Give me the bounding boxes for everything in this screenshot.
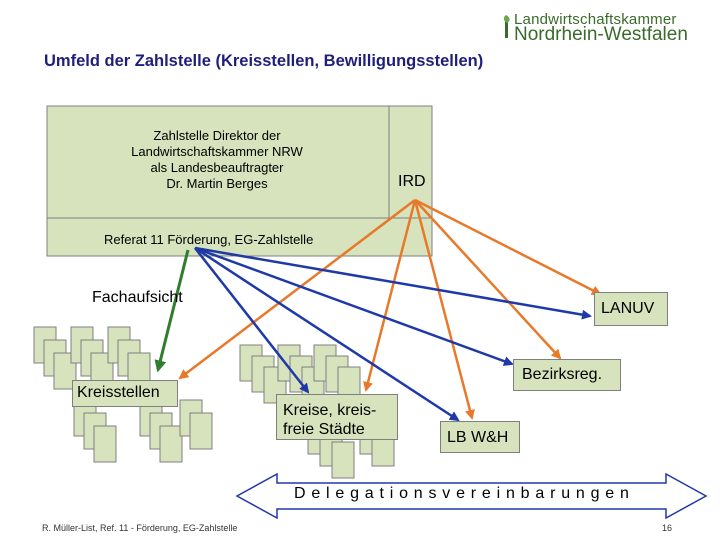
lbwh-box: LB W&H — [440, 421, 520, 453]
referat-to-lanuv-arrow — [194, 246, 592, 320]
logo-line-2: Nordrhein-Westfalen — [514, 24, 688, 45]
ird-to-kreisstellen-arrow — [178, 199, 416, 380]
page-number: 16 — [662, 523, 673, 533]
kreisstellen-label: Kreisstellen — [77, 384, 160, 401]
bezirksreg-label: Bezirksreg. — [522, 366, 603, 383]
referat-to-kreise-arrow — [194, 247, 310, 394]
referat-label: Referat 11 Förderung, EG-Zahlstelle — [104, 232, 314, 247]
footer-text: R. Müller-List, Ref. 11 - Förderung, EG-… — [42, 523, 238, 533]
logo-mark-icon — [503, 15, 510, 38]
kreise-label-line-2: freie Städte — [283, 421, 365, 438]
lbwh-label: LB W&H — [447, 429, 509, 446]
ird-arrows — [178, 198, 602, 420]
ird-to-bezirksreg-arrow — [414, 199, 562, 360]
ird-label: IRD — [398, 173, 426, 190]
delegation-label: Delegationsvereinbarungen — [294, 485, 635, 502]
ird-to-kreise-arrow — [363, 199, 417, 392]
lanuv-box: LANUV — [594, 292, 668, 326]
kreisstellen-box: Kreisstellen — [72, 380, 178, 407]
zahlstelle-text: Zahlstelle Direktor der Landwirtschaftsk… — [48, 128, 386, 192]
kreise-box: Kreise, kreis- freie Städte — [276, 394, 398, 440]
referat-arrows — [194, 246, 592, 422]
referat-to-bezirksreg-arrow — [194, 246, 514, 366]
logo-line-1: Landwirtschaftskammer — [514, 11, 677, 28]
bezirksreg-box: Bezirksreg. — [513, 359, 621, 391]
ird-to-lbwh-arrow — [413, 199, 475, 420]
referat-to-lbwh-arrow — [194, 246, 460, 422]
zahlstelle-line-4: Dr. Martin Berges — [166, 176, 268, 191]
fachaufsicht-arrow — [154, 249, 190, 373]
lanuv-label: LANUV — [601, 300, 655, 317]
kreise-label-line-1: Kreise, kreis- — [283, 402, 377, 419]
zahlstelle-line-3: als Landesbeauftragter — [150, 160, 284, 175]
ird-to-lanuv-arrow — [414, 198, 602, 296]
zahlstelle-line-2: Landwirtschaftskammer NRW — [131, 144, 303, 159]
zahlstelle-line-1: Zahlstelle Direktor der — [153, 128, 281, 143]
fachaufsicht-label: Fachaufsicht — [92, 289, 183, 306]
page-title: Umfeld der Zahlstelle (Kreisstellen, Bew… — [44, 52, 484, 70]
delegation-double-arrow — [235, 472, 708, 520]
